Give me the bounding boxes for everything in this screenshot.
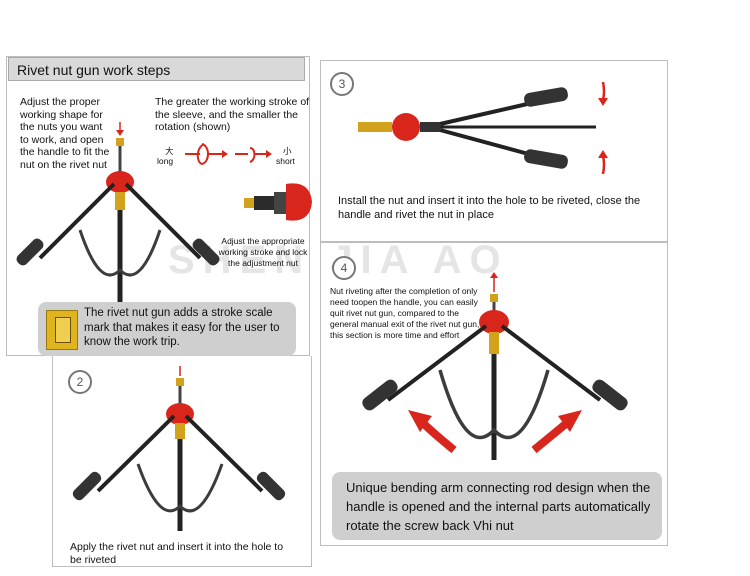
rivet-gun-closed-illustration bbox=[358, 87, 596, 169]
step1-instruction: Adjust the proper working shape for the … bbox=[20, 96, 110, 171]
stroke-scale-box bbox=[38, 302, 296, 356]
step2-number: 2 bbox=[68, 370, 92, 394]
long-label-cn: 大 bbox=[165, 146, 174, 156]
step3-number: 3 bbox=[330, 72, 354, 96]
step4-instruction: Nut riveting after the completion of onl… bbox=[330, 286, 480, 340]
long-label: long bbox=[157, 156, 174, 166]
page-title: Rivet nut gun work steps bbox=[8, 57, 305, 81]
rivet-gun-open-exit-illustration bbox=[362, 272, 628, 460]
adjust-stroke-text: Adjust the appropriate working stroke an… bbox=[218, 236, 308, 268]
short-label-cn: 小 bbox=[283, 146, 292, 156]
rotation-arrows-icon bbox=[185, 143, 272, 166]
stroke-description: The greater the working stroke of the sl… bbox=[155, 96, 310, 133]
adjustment-nut-closeup bbox=[244, 183, 312, 221]
close-arrows-icon bbox=[598, 81, 608, 175]
stroke-scale-icon bbox=[46, 310, 78, 350]
step4-caption-box bbox=[332, 472, 662, 540]
step4-number: 4 bbox=[332, 256, 356, 280]
step2-caption: Apply the rivet nut and insert it into t… bbox=[70, 541, 284, 566]
stroke-scale-text: The rivet nut gun adds a stroke scale ma… bbox=[84, 307, 280, 348]
step3-panel bbox=[320, 60, 668, 242]
step4-caption: Unique bending arm connecting rod design… bbox=[346, 480, 651, 533]
short-label: short bbox=[276, 156, 295, 166]
rivet-gun-insert-illustration bbox=[72, 366, 286, 531]
rivet-gun-open-illustration bbox=[16, 122, 220, 320]
step3-caption: Install the nut and insert it into the h… bbox=[338, 195, 641, 221]
